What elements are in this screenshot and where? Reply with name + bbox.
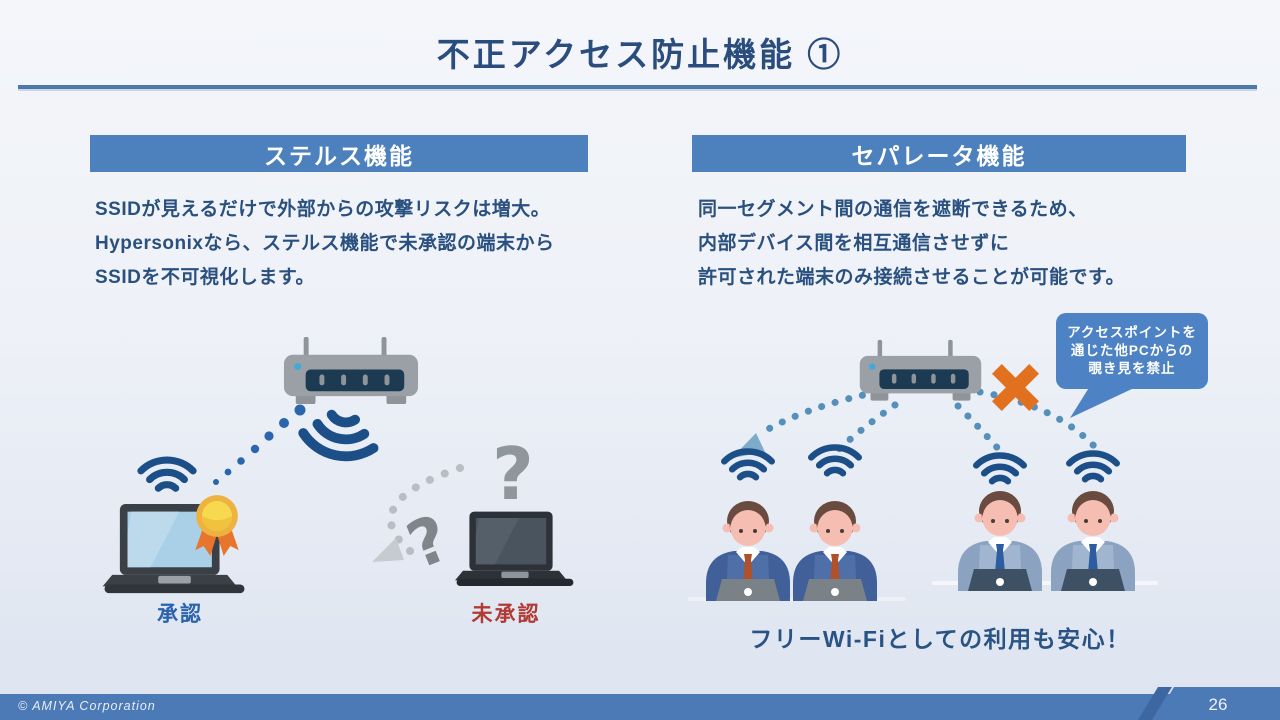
unapproved-label: 未承認	[471, 603, 541, 626]
stealth-line-1: SSIDが見えるだけで外部からの攻撃リスクは増大。	[95, 199, 551, 220]
unapproved-search-arc	[372, 464, 464, 562]
separator-line-3: 許可された端末のみ接続させることが可能です。	[698, 267, 1126, 288]
user1-wifi-icon	[720, 448, 776, 481]
router-wifi-icon	[298, 409, 379, 462]
separator-description: 同一セグメント間の通信を遮断できるため、 内部デバイス間を相互通信させずに 許可…	[698, 193, 1238, 295]
medal-icon	[195, 495, 239, 556]
block-cross-icon	[991, 363, 1040, 412]
separator-line-1: 同一セグメント間の通信を遮断できるため、	[698, 199, 1088, 220]
separator-section-header: セパレータ機能	[692, 135, 1186, 172]
stealth-line-3: SSIDを不可視化します。	[95, 267, 315, 288]
free-wifi-message: フリーWi-Fiとしての利用も安心！	[749, 626, 1131, 652]
callout-line-2: 通じた他PCからの	[1070, 343, 1194, 358]
user1-person-icon	[706, 501, 790, 601]
user4-wifi-icon	[1065, 450, 1121, 483]
unapproved-laptop-icon	[455, 511, 574, 586]
user4-person-icon	[1051, 491, 1135, 591]
stealth-description: SSIDが見えるだけで外部からの攻撃リスクは増大。 Hypersonixなら、ス…	[95, 193, 615, 295]
footer-bar	[0, 687, 1280, 720]
approved-laptop-icon	[102, 504, 245, 594]
user2-wifi-icon	[807, 444, 863, 477]
router-icon	[283, 337, 419, 405]
question-mark-large: ?	[492, 432, 534, 516]
user3-person-icon	[958, 491, 1042, 591]
user3-wifi-icon	[972, 452, 1028, 485]
callout-tail	[1070, 386, 1134, 418]
page-title: 不正アクセス防止機能 ①	[436, 36, 844, 73]
stealth-dotted-link	[213, 404, 306, 485]
approved-wifi-icon	[137, 456, 197, 492]
approved-label: 承認	[157, 603, 203, 626]
stealth-section-header: ステルス機能	[90, 135, 588, 172]
footer-accent-stripe	[1138, 687, 1172, 720]
separator-callout: アクセスポイントを 通じた他PCからの 覗き見を禁止	[1056, 313, 1208, 389]
footer-copyright: © AMIYA Corporation	[18, 699, 156, 713]
stealth-line-2: Hypersonixなら、ステルス機能で未承認の端末から	[95, 233, 555, 254]
right-desk-line	[932, 581, 1158, 585]
access-point-icon	[859, 339, 982, 401]
page-number: 26	[1208, 695, 1228, 714]
separator-line-2: 内部デバイス間を相互通信させずに	[698, 233, 1010, 254]
gray-arrowhead-icon	[372, 538, 404, 562]
callout-line-3: 覗き見を禁止	[1088, 361, 1176, 376]
callout-line-1: アクセスポイントを	[1067, 325, 1197, 340]
title-underline	[18, 85, 1257, 91]
user2-person-icon	[793, 501, 877, 601]
